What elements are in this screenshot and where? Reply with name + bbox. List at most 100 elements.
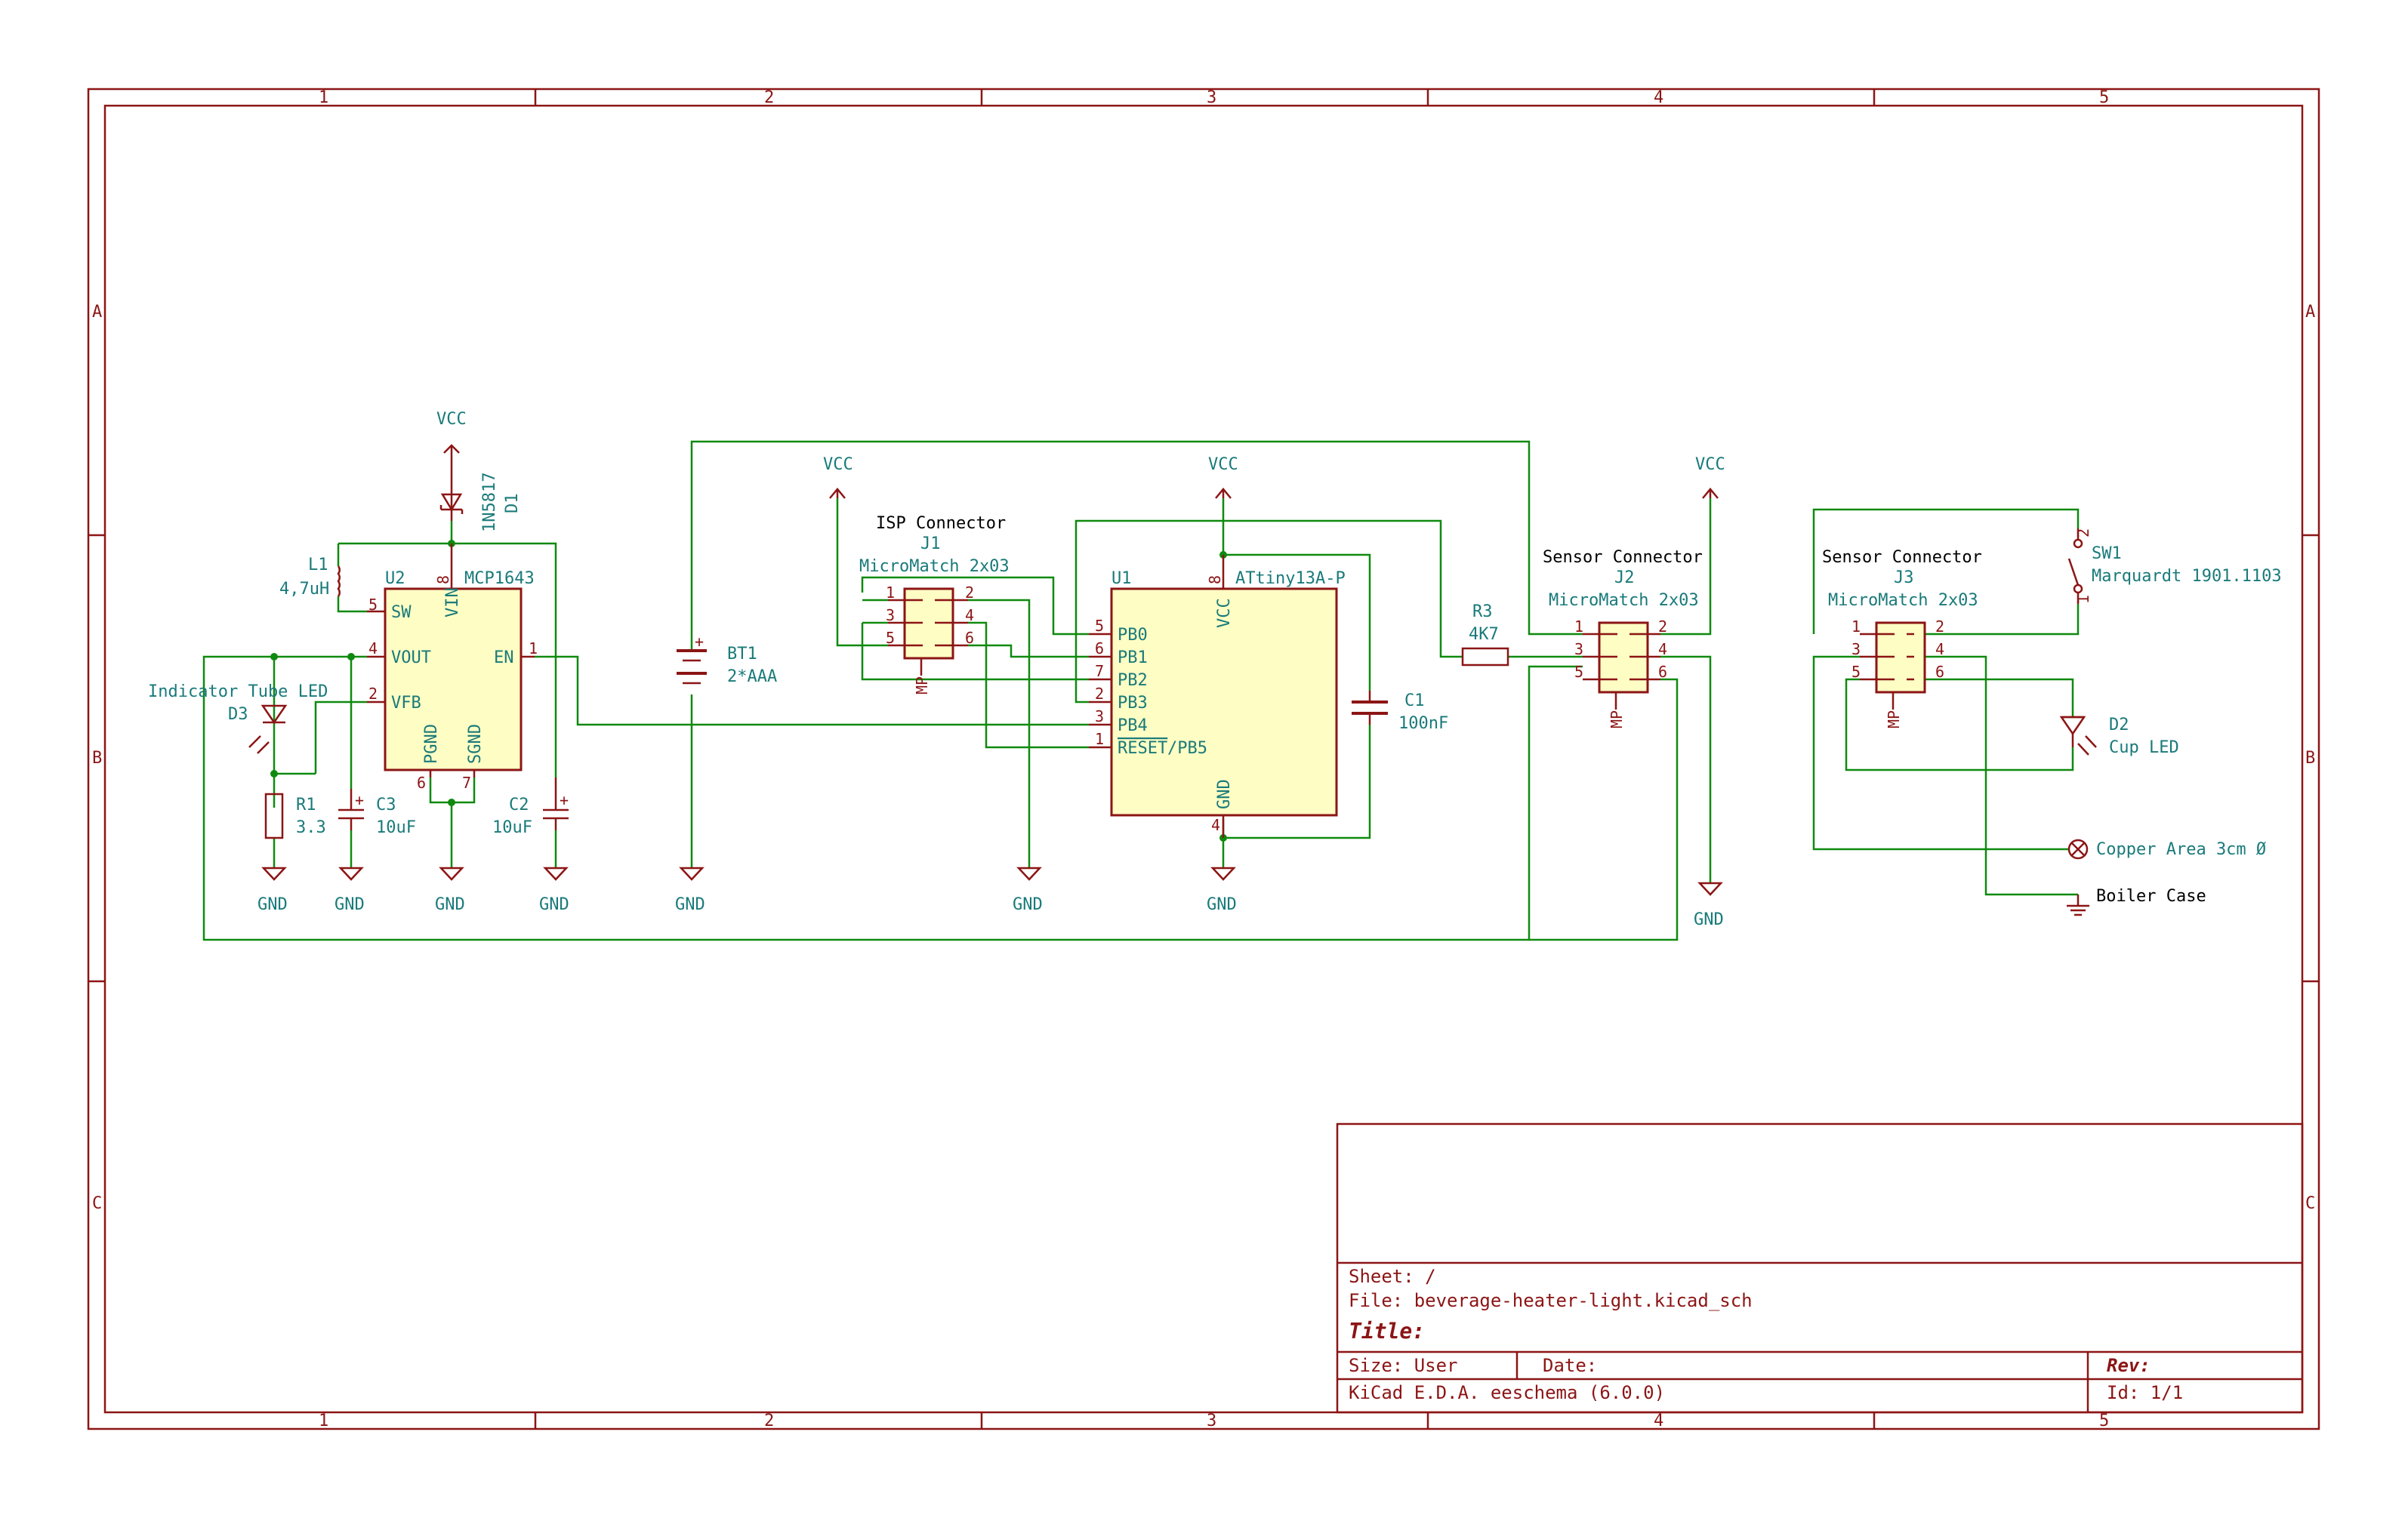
gnd-symbol: GND	[435, 867, 465, 914]
boiler-case-label: Boiler Case	[2096, 887, 2206, 906]
c2-value: 10uF	[492, 818, 532, 837]
row-label-b-right: B	[2305, 749, 2315, 768]
vcc-symbol: VCC	[823, 455, 853, 499]
svg-text:1: 1	[1851, 617, 1861, 636]
svg-text:RESET: RESET	[1118, 739, 1167, 758]
d3-value: Indicator Tube LED	[148, 682, 328, 701]
title-block-file: File: beverage-heater-light.kicad_sch	[1349, 1290, 1753, 1311]
svg-text:8: 8	[1206, 575, 1224, 584]
svg-text:5: 5	[1095, 617, 1104, 635]
svg-text:PB2: PB2	[1118, 671, 1148, 690]
connector-j2[interactable]: Sensor Connector J2 MicroMatch 2x03 1 3 …	[1543, 548, 1703, 728]
copper-area-label: Copper Area 3cm Ø	[2096, 840, 2266, 859]
svg-text:MP: MP	[1608, 710, 1626, 728]
earth-icon	[2067, 894, 2089, 916]
vcc-symbol: VCC	[1208, 455, 1238, 499]
r1-value: 3.3	[296, 818, 326, 837]
title-block-tool: KiCad E.D.A. eeschema (6.0.0)	[1349, 1382, 1665, 1403]
svg-text:VOUT: VOUT	[391, 648, 431, 667]
svg-text:6: 6	[1095, 639, 1104, 657]
title-block-rev: Rev:	[2107, 1355, 2151, 1376]
gnd-symbol: GND	[1013, 867, 1043, 914]
svg-text:GND: GND	[675, 895, 705, 914]
j1-value: MicroMatch 2x03	[859, 557, 1010, 576]
connector-j1[interactable]: ISP Connector J1 MicroMatch 2x03 1 3 5 2…	[859, 514, 1010, 694]
led-d2[interactable]: D2 Cup LED	[2059, 716, 2179, 757]
svg-text:6: 6	[417, 774, 426, 792]
col-label-3-top: 3	[1207, 88, 1216, 107]
svg-text:SGND: SGND	[466, 724, 485, 764]
power-symbols: VCC VCC VCC VCC GND GND GND GND GND GND …	[257, 410, 2089, 929]
sw1-ref: SW1	[2092, 544, 2122, 563]
svg-text:+: +	[695, 633, 704, 651]
drawing-frame: 1 2 3 4 5 1 2 3 4 5 A B C A B C	[87, 88, 2320, 1430]
svg-text:GND: GND	[1207, 895, 1237, 914]
j3-value: MicroMatch 2x03	[1828, 591, 1978, 610]
col-label-2-bottom: 2	[764, 1412, 774, 1430]
c1-value: 100nF	[1398, 714, 1448, 733]
svg-text:VFB: VFB	[391, 694, 421, 713]
bt1-value: 2*AAA	[727, 667, 777, 686]
svg-text:PB4: PB4	[1118, 716, 1148, 735]
svg-text:6: 6	[965, 629, 974, 647]
svg-text:5: 5	[368, 596, 378, 614]
title-block-title: Title:	[1349, 1319, 1425, 1344]
capacitor-c3[interactable]: + C3 10uF	[338, 789, 416, 837]
c2-ref: C2	[509, 796, 529, 814]
svg-text:GND: GND	[435, 895, 465, 914]
led-d3[interactable]: D3 Indicator Tube LED	[148, 682, 328, 754]
capacitor-c1[interactable]: C1 100nF	[1352, 691, 1448, 733]
j3-note: Sensor Connector	[1822, 548, 1982, 567]
diode-d1[interactable]: D1 1N5817	[439, 473, 522, 532]
svg-text:1: 1	[1574, 617, 1583, 636]
svg-text:VCC: VCC	[823, 455, 853, 474]
col-label-5-bottom: 5	[2099, 1412, 2109, 1430]
svg-text:PB1: PB1	[1118, 648, 1148, 667]
ic-u2[interactable]: U2 MCP1643 SW VOUT VFB EN VIN PGND SGND …	[367, 543, 538, 792]
svg-text:3: 3	[1574, 640, 1583, 658]
switch-sw1[interactable]: 2 1 SW1 Marquardt 1901.1103	[2067, 528, 2282, 604]
u2-value: MCP1643	[464, 569, 535, 588]
r1-ref: R1	[296, 796, 316, 814]
c3-value: 10uF	[376, 818, 416, 837]
gnd-symbol: GND	[335, 867, 365, 914]
svg-text:7: 7	[1095, 662, 1104, 680]
svg-text:2: 2	[1095, 685, 1104, 703]
svg-text:6: 6	[1935, 663, 1944, 681]
svg-text:MP: MP	[913, 676, 931, 694]
svg-text:PB3: PB3	[1118, 694, 1148, 713]
svg-text:PGND: PGND	[422, 724, 441, 764]
svg-text:2: 2	[368, 685, 378, 703]
inductor-l1[interactable]: L1 4,7uH	[279, 556, 341, 599]
svg-text:4: 4	[965, 606, 974, 624]
svg-text:EN: EN	[494, 648, 514, 667]
svg-text:3: 3	[1095, 707, 1104, 725]
connector-j3[interactable]: Sensor Connector J3 MicroMatch 2x03 1 3 …	[1822, 548, 1982, 728]
copper-area-testpoint[interactable]: Copper Area 3cm Ø	[2067, 839, 2266, 860]
svg-text:+: +	[355, 791, 364, 809]
resistor-r3[interactable]: R3 4K7	[1461, 602, 1509, 667]
battery-bt1[interactable]: + BT1 2*AAA	[677, 633, 777, 686]
row-label-b-left: B	[92, 749, 102, 768]
svg-text:GND: GND	[1215, 779, 1234, 809]
col-label-1-bottom: 1	[319, 1412, 328, 1430]
svg-text:4: 4	[1211, 816, 1220, 834]
title-block: Sheet: / File: beverage-heater-light.kic…	[1336, 1122, 2304, 1414]
ic-u1[interactable]: U1 ATtiny13A-P PB0 PB1 PB2 PB3 PB4 RESET…	[1089, 555, 1346, 838]
resistor-r1[interactable]: R1 3.3	[264, 793, 326, 839]
row-label-c-left: C	[92, 1194, 102, 1213]
svg-text:5: 5	[1574, 663, 1583, 681]
svg-text:/PB5: /PB5	[1167, 739, 1207, 758]
r3-ref: R3	[1472, 602, 1493, 621]
col-label-2-top: 2	[764, 88, 774, 107]
capacitor-c2[interactable]: + C2 10uF	[492, 777, 569, 837]
svg-text:7: 7	[462, 774, 471, 792]
c1-ref: C1	[1404, 691, 1425, 710]
svg-text:5: 5	[886, 629, 895, 647]
title-block-date: Date:	[1543, 1355, 1597, 1376]
title-block-size: Size: User	[1349, 1355, 1458, 1376]
d3-ref: D3	[228, 705, 248, 724]
wires	[202, 440, 2080, 941]
vcc-symbol: VCC	[1695, 455, 1725, 499]
